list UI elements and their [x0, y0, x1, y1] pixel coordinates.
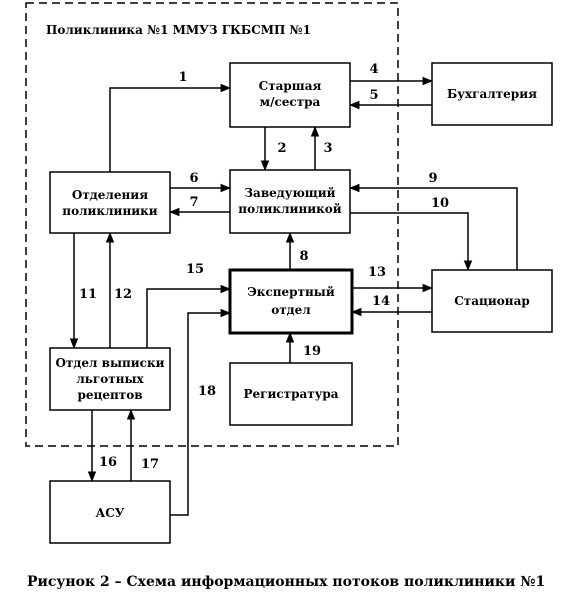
flow-number-6: 6 — [189, 171, 198, 186]
node-hospital: Стационар — [431, 269, 553, 333]
node-registry: Регистратура — [229, 362, 353, 426]
node-asu-line-1: АСУ — [95, 506, 124, 520]
node-head-line-2: поликлиникой — [238, 202, 342, 216]
node-prescriptions: Отдел выписки льготных рецептов — [49, 347, 171, 411]
flow-arrow-9 — [348, 183, 518, 270]
node-hospital-line-1: Стационар — [454, 294, 529, 308]
flow-number-2: 2 — [277, 141, 286, 156]
node-expert: Экспертный отдел — [228, 268, 354, 335]
node-senior-nurse-line-2: м/сестра — [260, 95, 321, 109]
flow-numbers: 1 2 3 4 5 6 7 8 9 10 11 12 13 14 15 16 1… — [79, 62, 449, 472]
flow-number-15: 15 — [186, 262, 204, 277]
node-expert-line-2: отдел — [271, 303, 311, 317]
node-departments-line-1: Отделения — [72, 188, 148, 202]
flow-number-18: 18 — [198, 384, 216, 399]
node-departments: Отделения поликлиники — [49, 171, 171, 234]
flow-number-14: 14 — [372, 294, 390, 309]
node-head: Заведующий поликлиникой — [229, 169, 351, 234]
flow-number-12: 12 — [114, 287, 132, 302]
flow-number-5: 5 — [369, 88, 378, 103]
flow-arrow-1 — [109, 83, 232, 172]
node-asu: АСУ — [49, 480, 171, 544]
flow-number-1: 1 — [178, 70, 187, 85]
flow-number-8: 8 — [299, 249, 308, 264]
flow-number-4: 4 — [369, 62, 378, 77]
node-senior-nurse: Старшая м/сестра — [229, 62, 351, 128]
flow-arrow-18 — [170, 308, 232, 516]
flow-arrows — [69, 76, 518, 516]
node-prescriptions-line-3: рецептов — [77, 388, 142, 402]
flow-number-10: 10 — [431, 196, 449, 211]
node-prescriptions-line-1: Отдел выписки — [55, 356, 164, 370]
flow-number-19: 19 — [303, 344, 321, 359]
node-accounting-line-1: Бухгалтерия — [447, 87, 537, 101]
node-head-line-1: Заведующий — [244, 186, 335, 200]
flow-number-17: 17 — [141, 457, 159, 472]
polyclinic-boundary — [25, 2, 399, 447]
node-departments-line-2: поликлиники — [62, 204, 158, 218]
node-accounting: Бухгалтерия — [431, 62, 553, 126]
flow-number-7: 7 — [189, 195, 198, 210]
flow-number-3: 3 — [323, 141, 332, 156]
flow-arrow-15 — [146, 284, 232, 348]
node-registry-line-1: Регистратура — [243, 387, 338, 401]
flow-number-11: 11 — [79, 287, 97, 302]
node-senior-nurse-line-1: Старшая — [259, 79, 322, 93]
node-expert-line-1: Экспертный — [247, 285, 335, 299]
flow-number-13: 13 — [368, 265, 386, 280]
flow-number-16: 16 — [99, 455, 117, 470]
figure-caption: Рисунок 2 – Схема информационных потоков… — [27, 574, 545, 590]
node-prescriptions-line-2: льготных — [76, 372, 144, 386]
region-title: Поликлиника №1 ММУЗ ГКБСМП №1 — [46, 23, 311, 37]
flow-arrow-10 — [350, 212, 473, 272]
flow-number-9: 9 — [428, 171, 437, 186]
